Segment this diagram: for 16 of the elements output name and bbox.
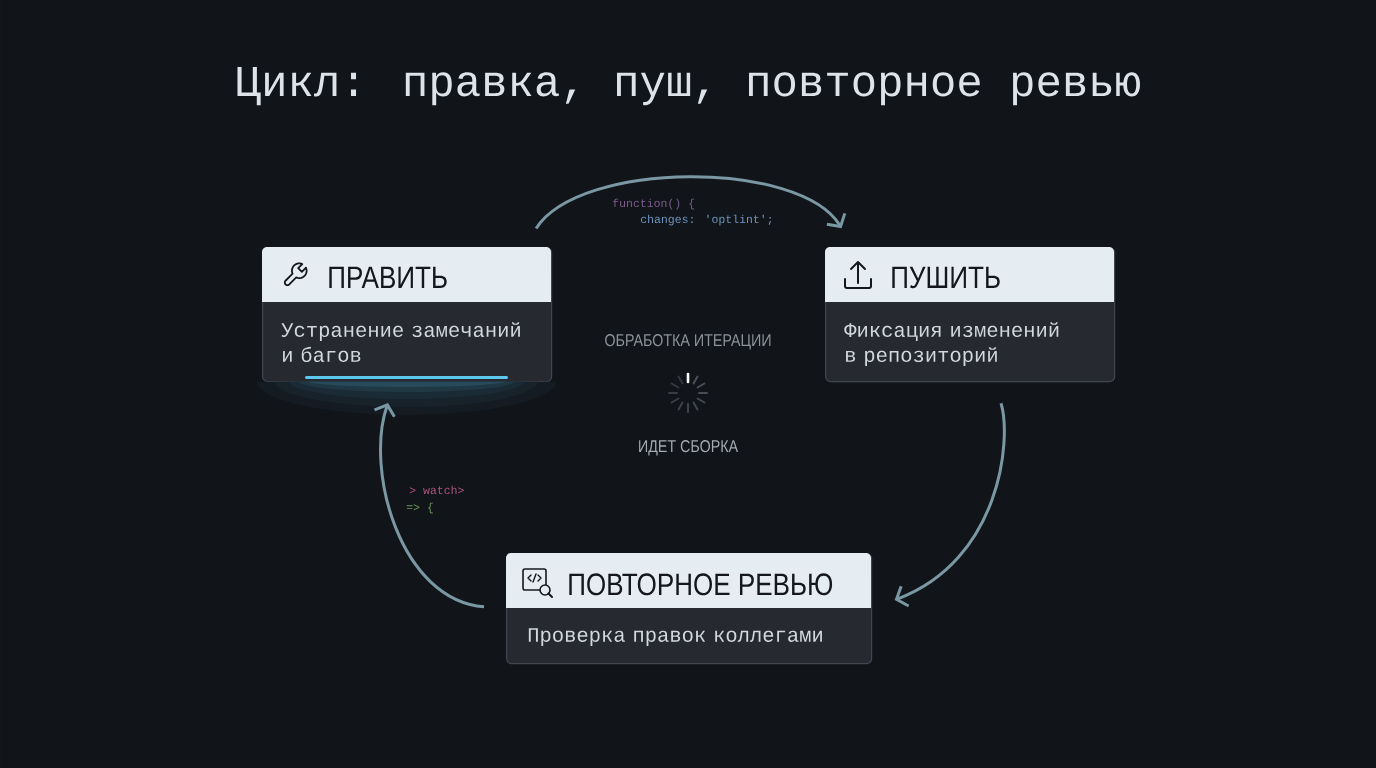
arrow [534,175,847,230]
card-header: ПУШИТЬ [825,247,1114,302]
card-header: ПРАВИТЬ [262,247,551,302]
arrow [894,402,1006,608]
step-description: Устранение замечаний и багов [281,322,520,362]
code-text: => { [406,502,433,514]
status-text: ИДЕТ СБОРКА [639,440,739,456]
card-header: ПОВТОРНОЕ РЕВЬЮ [506,553,871,608]
code-text: function() { [613,198,695,210]
title: Цикл: правка, пуш, повторное ревью [237,67,1140,106]
code-text: changes: 'optlint'; [640,214,772,226]
step-description: Фиксация изменений в репозиторий [844,322,1059,367]
step-description: Проверка правок коллегами [528,628,822,646]
status-text: ОБРАБОТКА ИТЕРАЦИИ [605,334,771,350]
code-text: > watch> [409,485,464,495]
arrow [374,403,485,609]
